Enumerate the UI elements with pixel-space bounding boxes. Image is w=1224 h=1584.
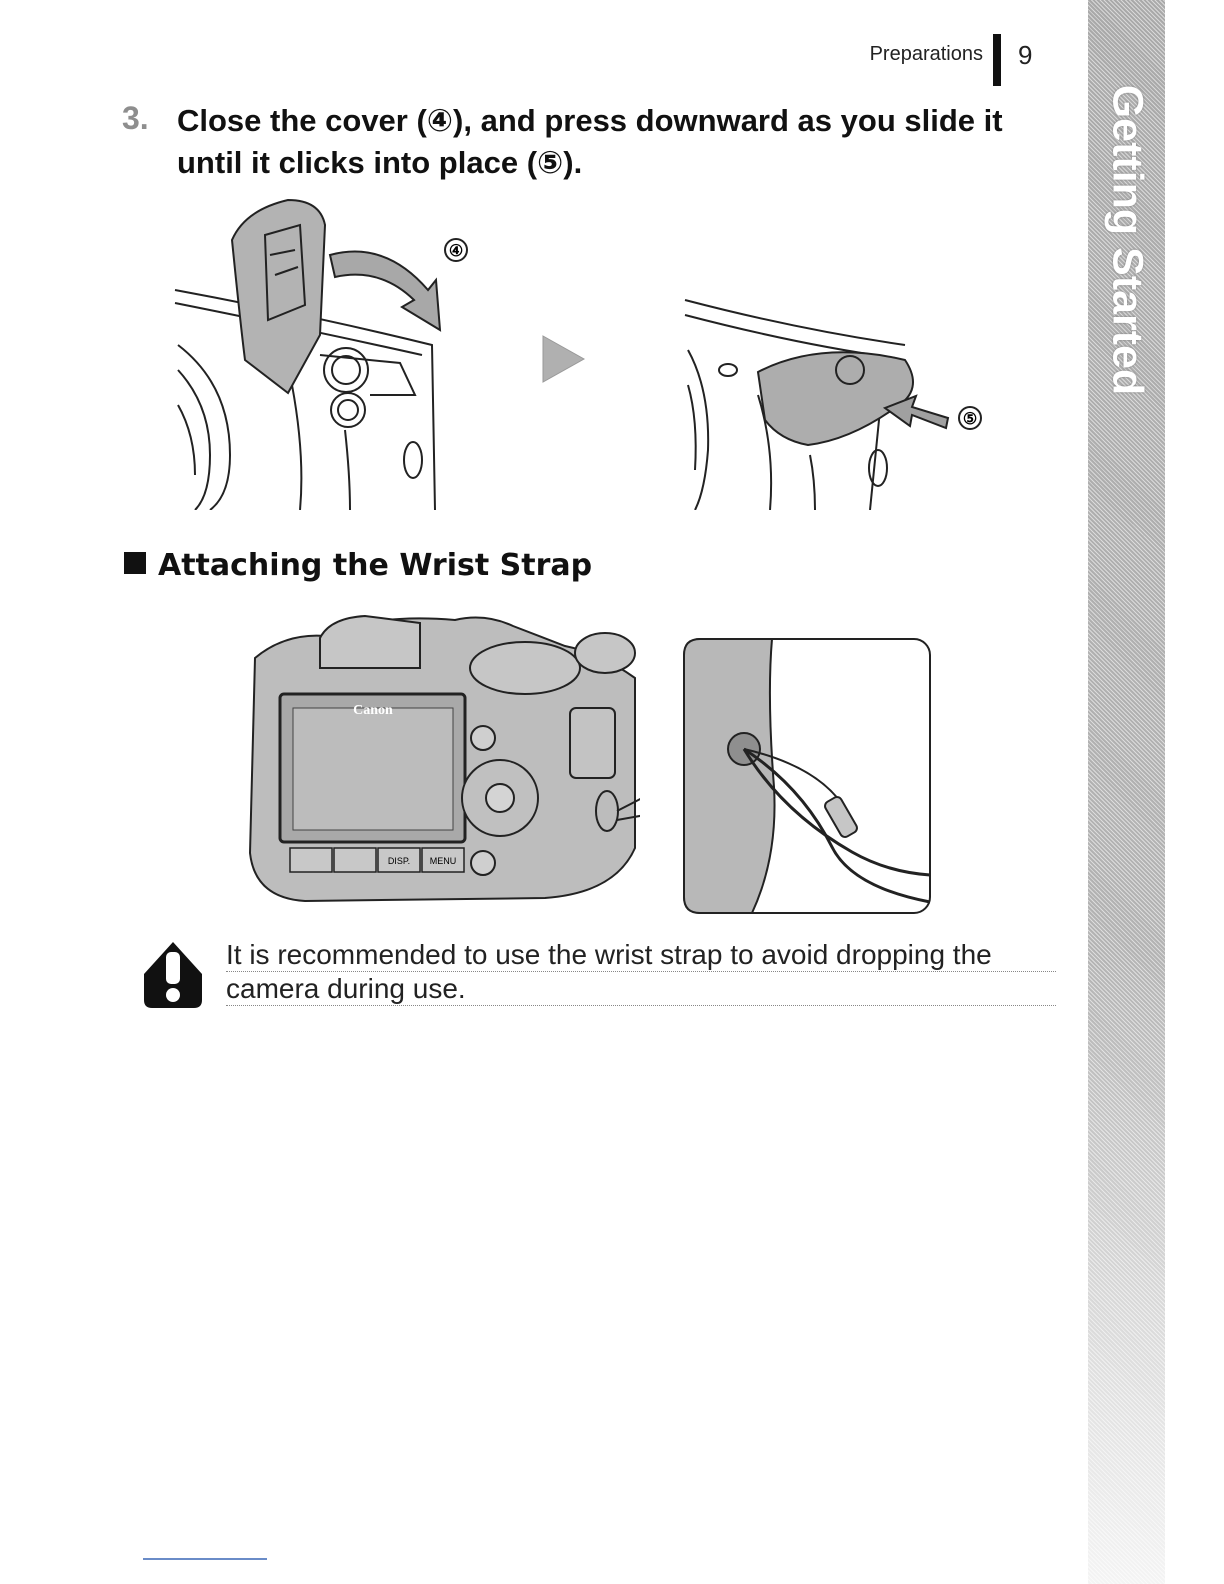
camera-logo: Canon	[353, 703, 393, 718]
section-heading-text: Attaching the Wrist Strap	[158, 548, 592, 583]
chapter-tab-label: Getting Started	[1102, 85, 1151, 396]
page-header: Preparations 9	[0, 34, 1060, 86]
chapter-side-tab: Getting Started	[1088, 0, 1165, 1584]
caution-icon	[142, 940, 204, 1010]
caution-text: It is recommended to use the wrist strap…	[226, 938, 1056, 1006]
section-heading: Attaching the Wrist Strap	[124, 548, 592, 583]
wrist-strap-detail-illustration	[682, 637, 932, 915]
header-divider	[993, 34, 1001, 86]
footer-line	[143, 1558, 267, 1560]
note-divider	[226, 1005, 1056, 1006]
note-divider	[226, 971, 1056, 972]
camera-cover-locking-illustration: ⑤	[680, 290, 1000, 510]
step-instruction: Close the cover (④), and press downward …	[177, 100, 1067, 184]
bullet-square-icon	[124, 552, 146, 574]
camera-cover-closing-illustration: ④	[170, 195, 470, 510]
page-number: 9	[1018, 40, 1032, 71]
step-number: 3.	[122, 100, 149, 137]
menu-button-label: MENU	[430, 856, 457, 866]
camera-back-illustration: Canon DISP. MENU	[245, 608, 640, 904]
label-4: ④	[449, 243, 463, 260]
caution-note: It is recommended to use the wrist strap…	[142, 938, 1062, 1018]
disp-button-label: DISP.	[388, 856, 410, 866]
label-5: ⑤	[963, 411, 977, 428]
arrow-right-icon	[541, 334, 586, 384]
section-name: Preparations	[870, 43, 983, 66]
